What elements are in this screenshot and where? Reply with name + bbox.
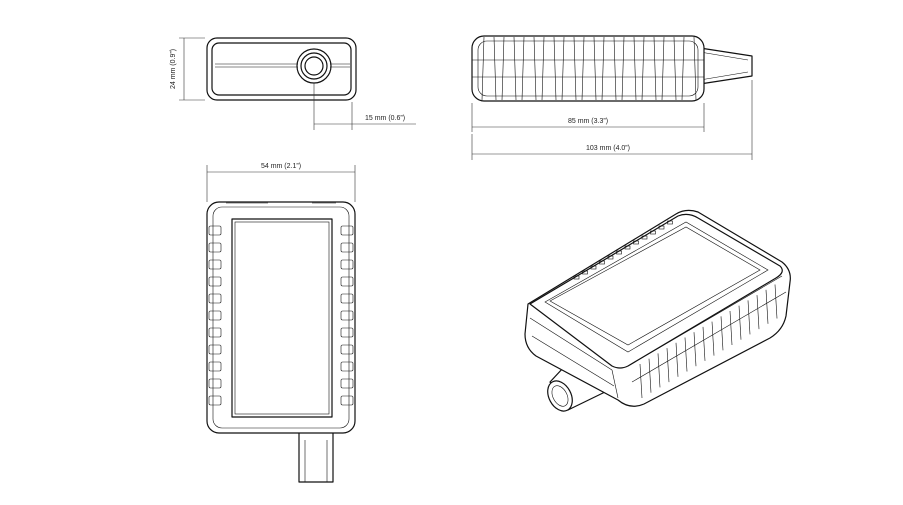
iso-top-rib (658, 225, 665, 230)
side-rib (481, 36, 485, 101)
body-length-label: 85 mm (3.3”) (568, 118, 608, 125)
iso-top-rib (573, 275, 580, 280)
iso-rib (684, 337, 688, 372)
iso-rib (657, 353, 661, 388)
top-rib-right (340, 378, 354, 389)
iso-rib (675, 342, 679, 377)
iso-rib (774, 284, 778, 319)
iso-rib (666, 348, 670, 383)
side-rib (541, 36, 545, 101)
side-view-ribs (481, 36, 697, 101)
side-rib (653, 36, 657, 101)
iso-rib (756, 295, 760, 330)
connector-circle-inner (304, 56, 324, 76)
iso-rib (693, 332, 697, 367)
iso-top-rib (633, 240, 639, 245)
iso-rib (747, 300, 751, 335)
side-view: 85 mm (3.3”) 103 mm (4.0”) (471, 35, 753, 160)
iso-top-rib (616, 250, 622, 255)
iso-rib (648, 358, 652, 393)
iso-top-rib (599, 260, 605, 265)
iso-top-rib (667, 220, 673, 225)
iso-rib (639, 363, 643, 399)
side-rib (601, 36, 605, 101)
top-rib-left (208, 395, 222, 406)
side-rib (513, 36, 517, 101)
side-rib (613, 36, 617, 101)
iso-rib (702, 326, 706, 361)
side-rib (641, 36, 645, 101)
iso-top-rib (650, 230, 656, 235)
height-dimension-label: 24 mm (0.9”) (170, 49, 177, 89)
top-label-panel (231, 218, 333, 418)
side-rib (501, 36, 505, 101)
top-rib-left (208, 361, 222, 372)
iso-rib (720, 316, 724, 351)
isometric-view (524, 209, 791, 412)
top-rib-right (340, 225, 354, 236)
side-rib (693, 36, 697, 101)
top-view: 54 mm (2.1”) (206, 163, 356, 483)
top-rib-left (208, 310, 222, 321)
top-rib-right (340, 361, 354, 372)
top-rib-right (340, 344, 354, 355)
side-rib (621, 36, 625, 101)
top-view-ribs-right (340, 225, 354, 406)
connector-circle-outer (296, 48, 332, 84)
top-view-ribs-left (208, 225, 222, 406)
side-rib (521, 36, 525, 101)
top-rib-right (340, 327, 354, 338)
side-rib (533, 36, 537, 101)
iso-top-rib (590, 265, 597, 270)
iso-rib (729, 310, 733, 346)
top-rib-left (208, 293, 222, 304)
side-rib (661, 36, 665, 101)
top-rib-left (208, 225, 222, 236)
width-dimension-label: 54 mm (2.1”) (261, 163, 301, 170)
iso-rib (711, 321, 715, 356)
isometric-top-ribs (573, 220, 673, 280)
iso-rib (738, 305, 742, 340)
top-rib-left (208, 327, 222, 338)
top-rib-right (340, 310, 354, 321)
top-rib-left (208, 344, 222, 355)
side-rib (553, 36, 557, 101)
side-rib (633, 36, 637, 101)
side-rib (573, 36, 577, 101)
side-rib (673, 36, 677, 101)
top-rib-right (340, 259, 354, 270)
total-length-label: 103 mm (4.0”) (586, 145, 630, 152)
iso-top-rib (641, 235, 648, 240)
top-rib-left (208, 242, 222, 253)
side-rib (493, 36, 497, 101)
connector-depth-label: 15 mm (0.6”) (365, 115, 405, 122)
side-rib (593, 36, 597, 101)
isometric-ribs (639, 284, 778, 399)
iso-top-rib (607, 255, 614, 260)
iso-rib (765, 289, 769, 324)
top-rib-left (208, 378, 222, 389)
front-view: 24 mm (0.9”) 15 mm (0.6”) (170, 37, 416, 130)
iso-top-rib (624, 245, 631, 250)
top-rib-right (340, 242, 354, 253)
iso-top-rib (582, 270, 588, 275)
side-rib (561, 36, 565, 101)
top-rib-left (208, 259, 222, 270)
top-rib-right (340, 395, 354, 406)
top-rib-right (340, 276, 354, 287)
top-rib-left (208, 276, 222, 287)
side-rib (681, 36, 685, 101)
side-rib (581, 36, 585, 101)
top-rib-right (340, 293, 354, 304)
